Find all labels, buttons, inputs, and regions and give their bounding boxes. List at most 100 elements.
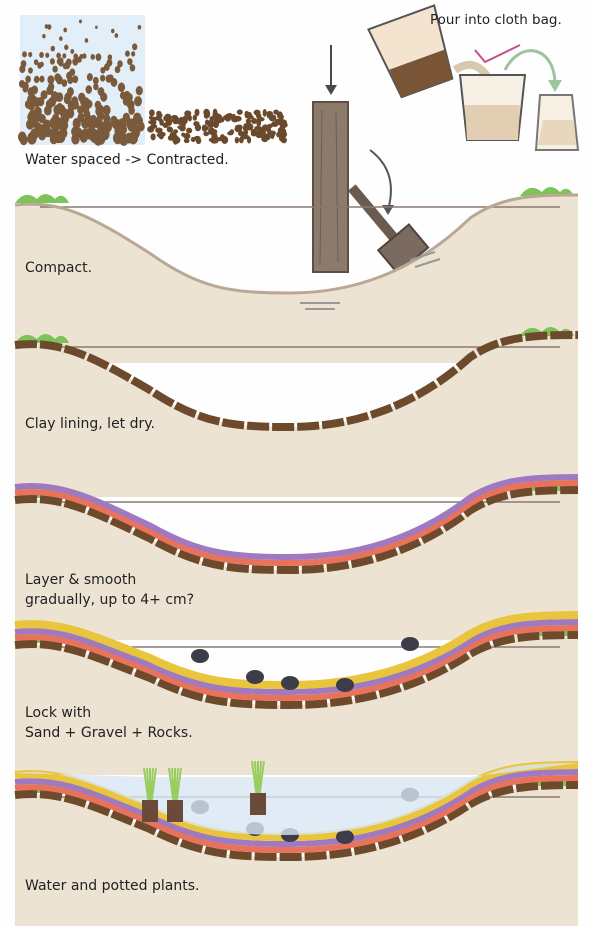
particle-dot: [51, 91, 58, 101]
rock: [246, 670, 264, 684]
particle-dot: [247, 115, 254, 120]
particle-dot: [134, 96, 142, 107]
particle-dot: [47, 24, 52, 30]
particle-dot: [244, 110, 249, 119]
particle-dot: [126, 118, 136, 130]
particle-dot: [25, 75, 31, 83]
particle-dot: [64, 44, 69, 51]
particle-dot: [279, 119, 287, 125]
particle-dot: [67, 100, 76, 111]
particle-dot: [95, 106, 103, 117]
particle-dot: [173, 129, 179, 134]
particle-dot: [168, 127, 174, 133]
particle-dot: [207, 119, 215, 128]
particle-dot: [31, 85, 39, 95]
particle-dot: [195, 137, 202, 145]
particle-panel-contracted: [147, 108, 288, 145]
particle-dot: [251, 118, 258, 125]
particle-dot: [233, 115, 242, 122]
particle-dot: [63, 27, 68, 33]
rock: [281, 676, 299, 690]
particle-dot: [193, 121, 200, 127]
particle-dot: [17, 131, 27, 143]
particle-dot: [72, 75, 79, 84]
particle-dot: [38, 129, 47, 141]
particle-dot: [159, 119, 164, 126]
particle-dot: [234, 136, 240, 144]
particle-dot: [203, 112, 209, 119]
particle-dot: [93, 129, 104, 143]
particle-dot: [268, 130, 277, 136]
particle-dot: [131, 51, 136, 57]
particle-dot: [77, 112, 85, 123]
particle-dot: [49, 133, 58, 145]
soil-body: [15, 785, 578, 926]
pond-water: [15, 763, 578, 835]
particle-dot: [149, 124, 158, 129]
particle-dot: [194, 108, 200, 117]
particle-dot: [40, 90, 48, 100]
particle-dot: [132, 43, 138, 51]
particle-dot: [241, 133, 247, 140]
caption-water-spaced: Water spaced -> Contracted.: [25, 152, 229, 168]
particle-dot: [86, 73, 93, 82]
particle-dot: [125, 50, 130, 57]
particle-dot: [33, 59, 39, 66]
clay-lining: [14, 781, 579, 862]
particle-dot: [183, 138, 190, 144]
particle-dot: [114, 65, 121, 74]
particle-dot: [49, 58, 55, 65]
particle-dot: [61, 79, 68, 87]
particle-dot: [192, 114, 198, 121]
particle-dot: [274, 118, 282, 126]
particle-dot: [280, 136, 287, 144]
particle-dot: [70, 48, 75, 54]
particle-dot: [22, 85, 29, 93]
particle-dot: [28, 51, 33, 58]
particle-dot: [73, 53, 78, 60]
particle-dot: [203, 131, 209, 137]
particle-dot: [114, 33, 119, 38]
caption-pour-into-cloth-bag: Pour into cloth bag.: [430, 12, 562, 28]
clay-lining: [14, 331, 579, 432]
particle-dot: [102, 104, 111, 116]
particle-dot: [117, 60, 123, 68]
caption-layer-smooth-line2: gradually, up to 4+ cm?: [25, 592, 195, 608]
particle-dot: [125, 132, 134, 144]
particle-panel-spaced: [17, 15, 145, 146]
particle-dot: [123, 90, 131, 101]
particle-dot: [255, 130, 260, 138]
particle-dot: [72, 57, 79, 66]
purple-layer: [14, 619, 579, 696]
cross-section-stage-1: [14, 187, 579, 363]
particle-dot: [25, 119, 35, 130]
particle-dot: [47, 75, 55, 85]
particle-dot: [225, 113, 232, 119]
particle-dot: [182, 116, 188, 124]
particle-dot: [27, 132, 37, 145]
particle-dot: [186, 127, 193, 134]
particle-dot: [43, 105, 52, 116]
rock: [336, 678, 354, 692]
rock: [191, 649, 209, 663]
particle-dot: [267, 123, 273, 129]
particle-dot: [221, 136, 229, 144]
particle-dot: [243, 123, 249, 128]
particle-dot: [50, 45, 56, 52]
caption-water-plants: Water and potted plants.: [25, 878, 200, 894]
pouring-jug-icon: [367, 4, 454, 99]
particle-dot: [37, 62, 43, 69]
particle-dot: [55, 75, 63, 85]
particle-dot: [20, 60, 27, 68]
particle-dot: [78, 19, 82, 24]
particle-dot: [82, 53, 87, 59]
particle-dot: [254, 125, 262, 131]
particle-dot: [277, 114, 284, 120]
particle-dot: [66, 73, 72, 80]
potted-plant-icon: [167, 767, 183, 822]
particle-dot: [62, 63, 68, 70]
particle-dot: [105, 74, 112, 83]
caption-lock-with-line1: Lock with: [25, 705, 92, 721]
particle-dot: [85, 85, 93, 94]
